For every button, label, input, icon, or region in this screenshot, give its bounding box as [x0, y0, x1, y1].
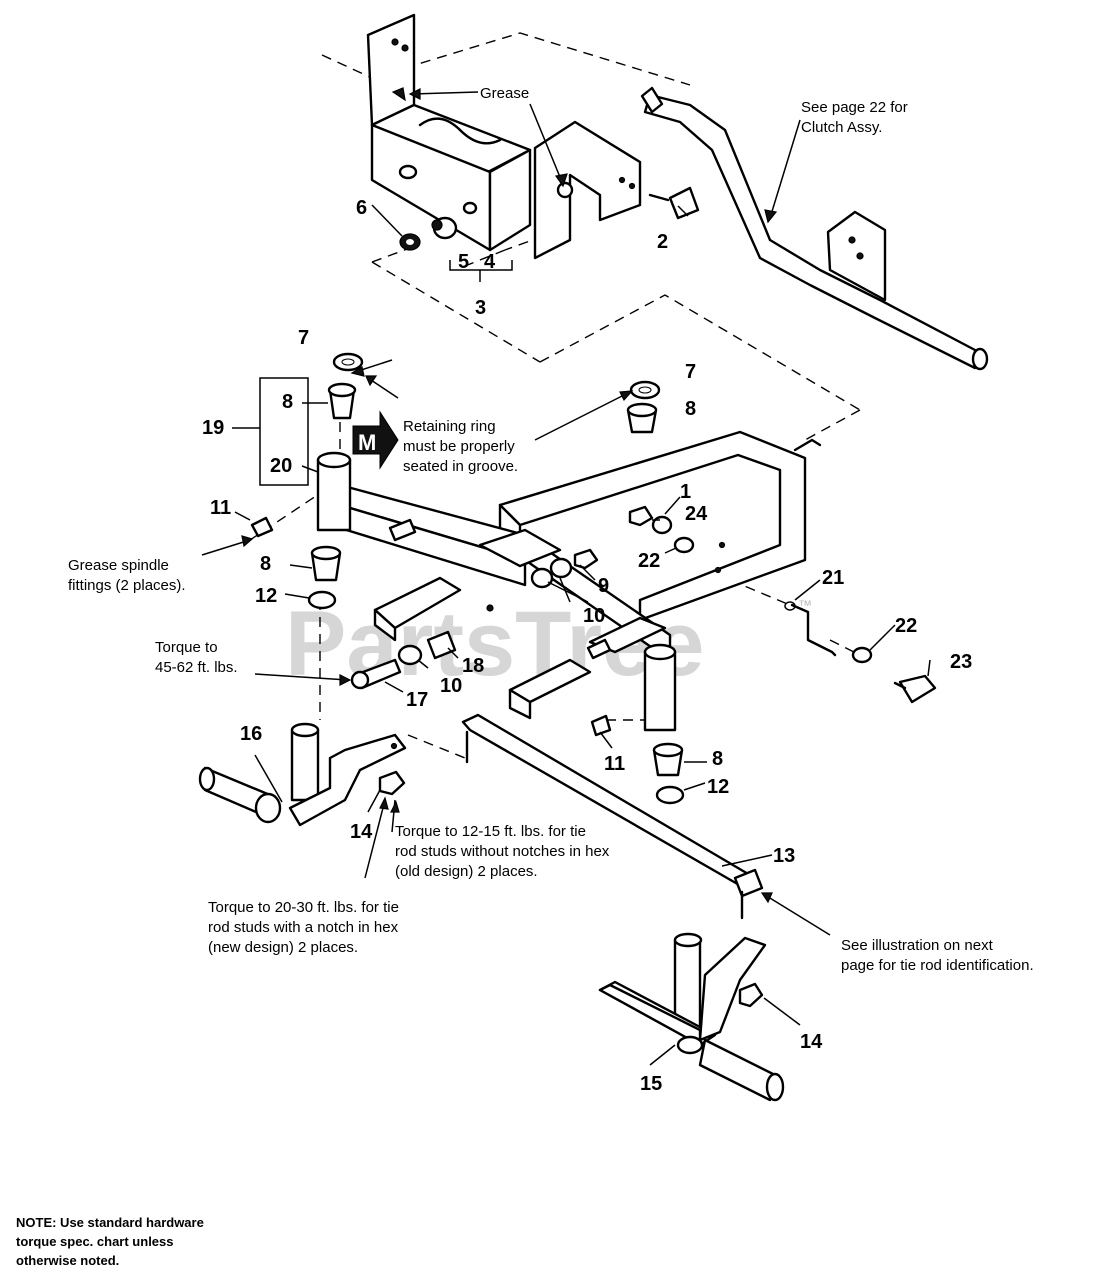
part-10-washers-center	[530, 557, 573, 589]
part-number-19: 19	[202, 417, 224, 439]
part-5-bushing	[431, 216, 458, 240]
spindle-tube-right	[643, 643, 677, 732]
mandatory-badge-letter: M	[358, 430, 376, 455]
callout-torque-a-line2: 45-62 ft. lbs.	[155, 659, 238, 676]
part-number-6: 6	[356, 197, 367, 219]
part-number-labels: 1 2 3 4 5 6 7 7 8 8 8 8 9 10 10 11 11 12…	[202, 197, 972, 1095]
clutch-rod	[640, 86, 989, 371]
callout-texts: Grease See page 22 for Clutch Assy. Reta…	[68, 85, 1034, 974]
part-16-spindle-left	[198, 722, 407, 827]
part-2-bolt	[648, 186, 700, 220]
part-number-2: 2	[657, 231, 668, 253]
callout-torque-b-line2: rod studs without notches in hex	[395, 843, 610, 860]
part-number-9: 9	[598, 575, 609, 597]
part-number-14-left: 14	[350, 821, 373, 843]
leader-lines	[201, 91, 931, 1066]
note-line-2: torque spec. chart unless	[16, 1234, 174, 1249]
part-number-7-right: 7	[685, 361, 696, 383]
part-number-7-left: 7	[298, 327, 309, 349]
mandatory-badge: M	[352, 410, 399, 470]
callout-see-page-line1: See page 22 for	[801, 99, 908, 116]
part-number-24: 24	[685, 503, 708, 525]
axle-mount-bracket	[366, 13, 642, 260]
part-7-retaining-ring-left	[332, 352, 364, 372]
part-8-bushing-lower-right	[652, 742, 684, 777]
part-11-grease-fitting-right	[590, 714, 612, 737]
part-number-23: 23	[950, 651, 972, 673]
part-number-12-left: 12	[255, 585, 277, 607]
part-8-bushing-upper-right	[626, 402, 658, 434]
callout-grease: Grease	[480, 85, 529, 102]
part-17-bolt	[350, 658, 402, 690]
callout-retaining-line3: seated in groove.	[403, 458, 518, 475]
part-24-spacer	[651, 515, 673, 535]
part-23-bolt	[893, 674, 937, 704]
part-number-3: 3	[475, 297, 486, 319]
part-14-nut-left	[378, 770, 406, 796]
part-number-12-right: 12	[707, 776, 729, 798]
part-number-18: 18	[462, 655, 484, 677]
callout-see-page-line2: Clutch Assy.	[801, 119, 882, 136]
part-number-16: 16	[240, 723, 262, 745]
part-14-nut-right	[738, 982, 764, 1008]
part-12-washer-right	[655, 785, 685, 805]
part-22-washer-right	[851, 646, 873, 664]
part-8-bushing-lower-left	[310, 545, 342, 582]
callout-retaining-line1: Retaining ring	[403, 418, 496, 435]
part-number-11-right: 11	[604, 753, 625, 775]
part-18-spacer	[426, 630, 457, 660]
part-number-4: 4	[484, 251, 496, 273]
part-9-nut	[573, 548, 599, 570]
part-number-14-right: 14	[800, 1031, 823, 1053]
part-10-washer-lower	[397, 644, 423, 666]
part-11-grease-fitting-left	[250, 516, 274, 538]
part-number-22-center: 22	[638, 550, 660, 572]
note-line-3: otherwise noted.	[16, 1253, 120, 1268]
callout-torque-b-line1: Torque to 12-15 ft. lbs. for tie	[395, 823, 586, 840]
note-line-1: NOTE: Use standard hardware	[16, 1215, 204, 1230]
callout-see-illustration-line1: See illustration on next	[841, 937, 994, 954]
part-number-22-right: 22	[895, 615, 917, 637]
part-number-20: 20	[270, 455, 292, 477]
callout-grease-spindle-line1: Grease spindle	[68, 557, 169, 574]
part-number-5: 5	[458, 251, 469, 273]
part-number-11-left: 11	[210, 497, 231, 519]
part-1-nut	[628, 505, 654, 527]
part-number-21: 21	[822, 567, 844, 589]
part-number-1: 1	[680, 481, 691, 503]
part-number-8-lower-left: 8	[260, 553, 271, 575]
part-number-8-upper-right: 8	[685, 398, 696, 420]
part-7-retaining-ring-right	[629, 380, 661, 400]
part-20-spindle-tube-left	[316, 451, 352, 532]
callout-grease-spindle-line2: fittings (2 places).	[68, 577, 186, 594]
part-number-10-lower: 10	[440, 675, 462, 697]
part-13-tie-rod	[461, 713, 764, 920]
part-number-10-center: 10	[583, 605, 605, 627]
callout-retaining-line2: must be properly	[403, 438, 515, 455]
callout-see-illustration-line2: page for tie rod identification.	[841, 957, 1034, 974]
callout-torque-c-line1: Torque to 20-30 ft. lbs. for tie	[208, 899, 399, 916]
note: NOTE: Use standard hardware torque spec.…	[16, 1213, 286, 1270]
part-21-brace	[784, 601, 837, 657]
arrow-heads	[241, 88, 778, 904]
callout-torque-b-line3: (old design) 2 places.	[395, 863, 538, 880]
part-8-bushing-upper-left	[327, 382, 357, 420]
part-number-13: 13	[773, 845, 795, 867]
part-number-8-lower-right: 8	[712, 748, 723, 770]
part-number-17: 17	[406, 689, 428, 711]
callout-torque-c-line3: (new design) 2 places.	[208, 939, 358, 956]
part-15-spindle-right	[598, 932, 785, 1102]
dashed-reference-lines	[249, 32, 871, 761]
part-6-washer	[399, 233, 421, 251]
part-number-8-upper-left: 8	[282, 391, 293, 413]
part-12-washer-left	[307, 590, 337, 610]
callout-torque-c-line2: rod studs with a notch in hex	[208, 919, 399, 936]
part-number-15: 15	[640, 1073, 662, 1095]
callout-torque-a-line1: Torque to	[155, 639, 218, 656]
part-22-washer-center	[673, 536, 695, 554]
